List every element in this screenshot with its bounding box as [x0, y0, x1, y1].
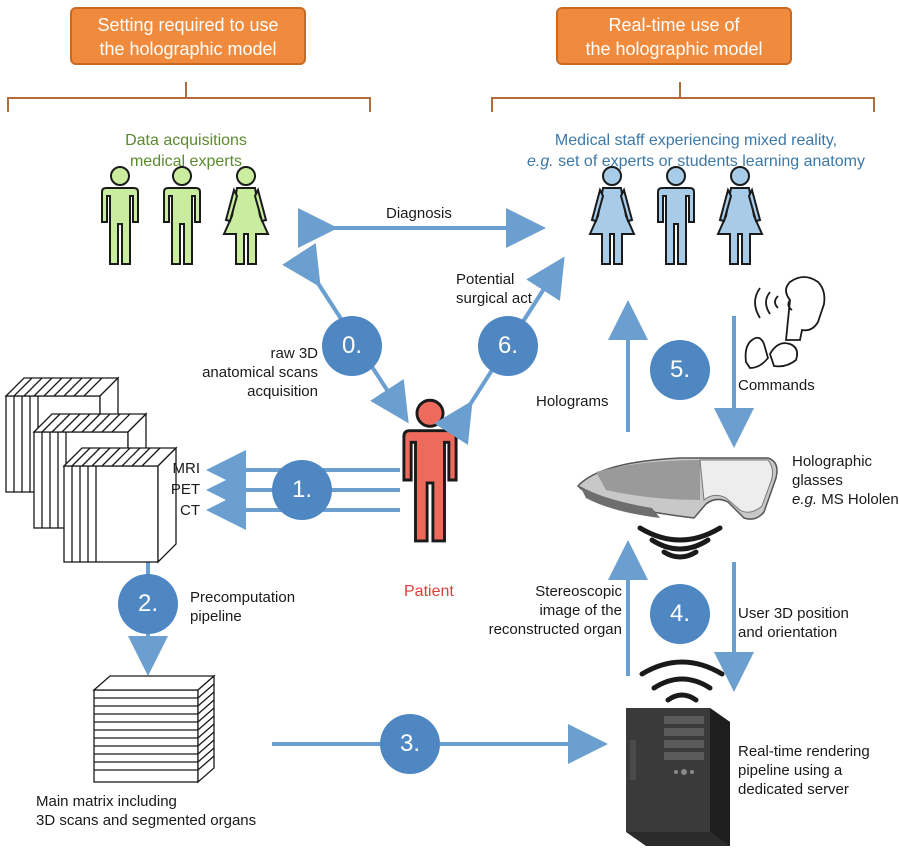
server-label: Real-time rendering pipeline using a ded…: [738, 742, 870, 799]
experts-label-line2: medical experts: [129, 153, 243, 170]
user-pos-label-line2: and orientation: [738, 624, 838, 641]
wifi-signal-server: [639, 659, 725, 703]
experts-label: Data acquisitions medical experts: [96, 130, 276, 172]
staff-label: Medical staff experiencing mixed reality…: [508, 130, 884, 172]
matrix-label-line2: 3D scans and segmented organs: [36, 812, 257, 829]
surgical-label-line1: Potential: [456, 271, 515, 288]
surgical-label-line2: surgical act: [456, 290, 532, 307]
matrix-label-line1: Main matrix including: [36, 793, 177, 810]
scan-stacks: [4, 376, 178, 564]
stereo-label-line1: Stereoscopic: [535, 583, 622, 600]
matrix-stack: [92, 674, 216, 784]
holograms-label: Holograms: [536, 393, 609, 410]
step-badge-6: 6.: [478, 316, 538, 376]
server-label-line2: pipeline using a: [738, 762, 843, 779]
expert-figure-2: [163, 166, 201, 265]
staff-figure-3: [717, 166, 763, 265]
header-right-line2: the holographic model: [585, 39, 763, 59]
matrix-label: Main matrix including 3D scans and segme…: [36, 792, 256, 830]
stereo-label-line2: image of the: [539, 602, 622, 619]
step-badge-2: 2.: [118, 574, 178, 634]
surgical-label: Potential surgical act: [456, 270, 532, 308]
glasses-label-line3: e.g. MS Hololens: [792, 490, 899, 509]
staff-figure-1: [589, 166, 635, 265]
stereo-label: Stereoscopic image of the reconstructed …: [462, 582, 622, 639]
bracket-left: [7, 82, 371, 112]
modality-pet: PET: [170, 481, 200, 498]
step-badge-1: 1.: [272, 460, 332, 520]
staff-label-eg: e.g.: [527, 153, 554, 170]
staff-label-line2: e.g. set of experts or students learning…: [508, 151, 884, 172]
header-right: Real-time use of the holographic model: [556, 7, 792, 65]
expert-figure-3: [223, 166, 269, 265]
step-badge-4: 4.: [650, 584, 710, 644]
modality-ct: CT: [180, 502, 200, 519]
glasses-label: Holographic glasses e.g. MS Hololens: [792, 452, 899, 509]
scans-label-line1: raw 3D: [270, 345, 318, 362]
glasses-label-eg: e.g.: [792, 491, 818, 508]
staff-figure-2: [657, 166, 695, 265]
precomputation-label: Precomputation pipeline: [190, 588, 295, 626]
scans-label-rest: anatomical scans acquisition: [188, 363, 318, 401]
server-illustration: [626, 708, 730, 846]
server-label-line1: Real-time rendering: [738, 743, 870, 760]
scans-label-line3: acquisition: [247, 383, 318, 400]
patient-figure: [402, 398, 458, 543]
staff-label-line2-rest: set of experts or students learning anat…: [558, 153, 865, 170]
wifi-signal-glasses: [637, 525, 723, 560]
header-left-line1: Setting required to use: [97, 15, 279, 35]
voice-gesture-illustration: [744, 276, 826, 369]
header-left-line2: the holographic model: [99, 39, 277, 59]
glasses-label-line1: Holographic: [792, 453, 873, 470]
precomputation-label-line2: pipeline: [190, 608, 242, 625]
bracket-right: [491, 82, 875, 112]
glasses-illustration: [576, 457, 778, 520]
diagnosis-label: Diagnosis: [386, 205, 452, 222]
expert-figure-1: [101, 166, 139, 265]
header-right-line1: Real-time use of: [608, 15, 740, 35]
glasses-label-line2: glasses: [792, 472, 843, 489]
step-badge-0: 0.: [322, 316, 382, 376]
user-pos-label: User 3D position and orientation: [738, 604, 849, 642]
glasses-label-line3-rest: MS Hololens: [821, 491, 899, 508]
precomputation-label-line1: Precomputation: [190, 589, 296, 606]
scans-label-line2: anatomical scans: [202, 364, 318, 381]
modalities-label: MRI PET CT: [160, 458, 200, 521]
stereo-label-line3: reconstructed organ: [488, 621, 622, 638]
server-label-line3: dedicated server: [738, 781, 849, 798]
patient-label: Patient: [404, 583, 454, 600]
staff-label-line1: Medical staff experiencing mixed reality…: [554, 132, 838, 149]
header-left: Setting required to use the holographic …: [70, 7, 306, 65]
step-badge-5: 5.: [650, 340, 710, 400]
modality-mri: MRI: [172, 460, 201, 477]
commands-label: Commands: [738, 377, 815, 394]
step-badge-3: 3.: [380, 714, 440, 774]
experts-label-line1: Data acquisitions: [125, 132, 247, 149]
user-pos-label-line1: User 3D position: [738, 605, 849, 622]
scans-label: raw 3D: [234, 344, 318, 363]
